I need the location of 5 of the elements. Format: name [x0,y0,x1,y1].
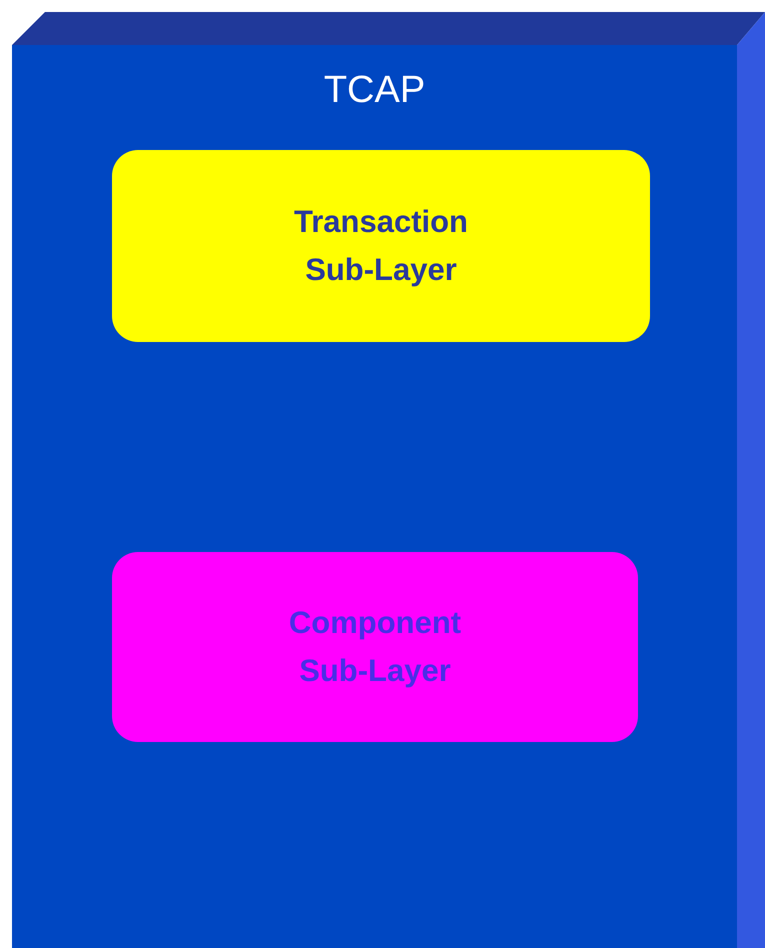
sub-layer-box [112,552,638,742]
sub-layer-label: Transaction Sub-Layer [293,202,469,289]
layer-title: TCAP [324,68,426,113]
sub-layer-box [112,150,650,342]
sub-layer-label: Component Sub-Layer [288,604,462,690]
